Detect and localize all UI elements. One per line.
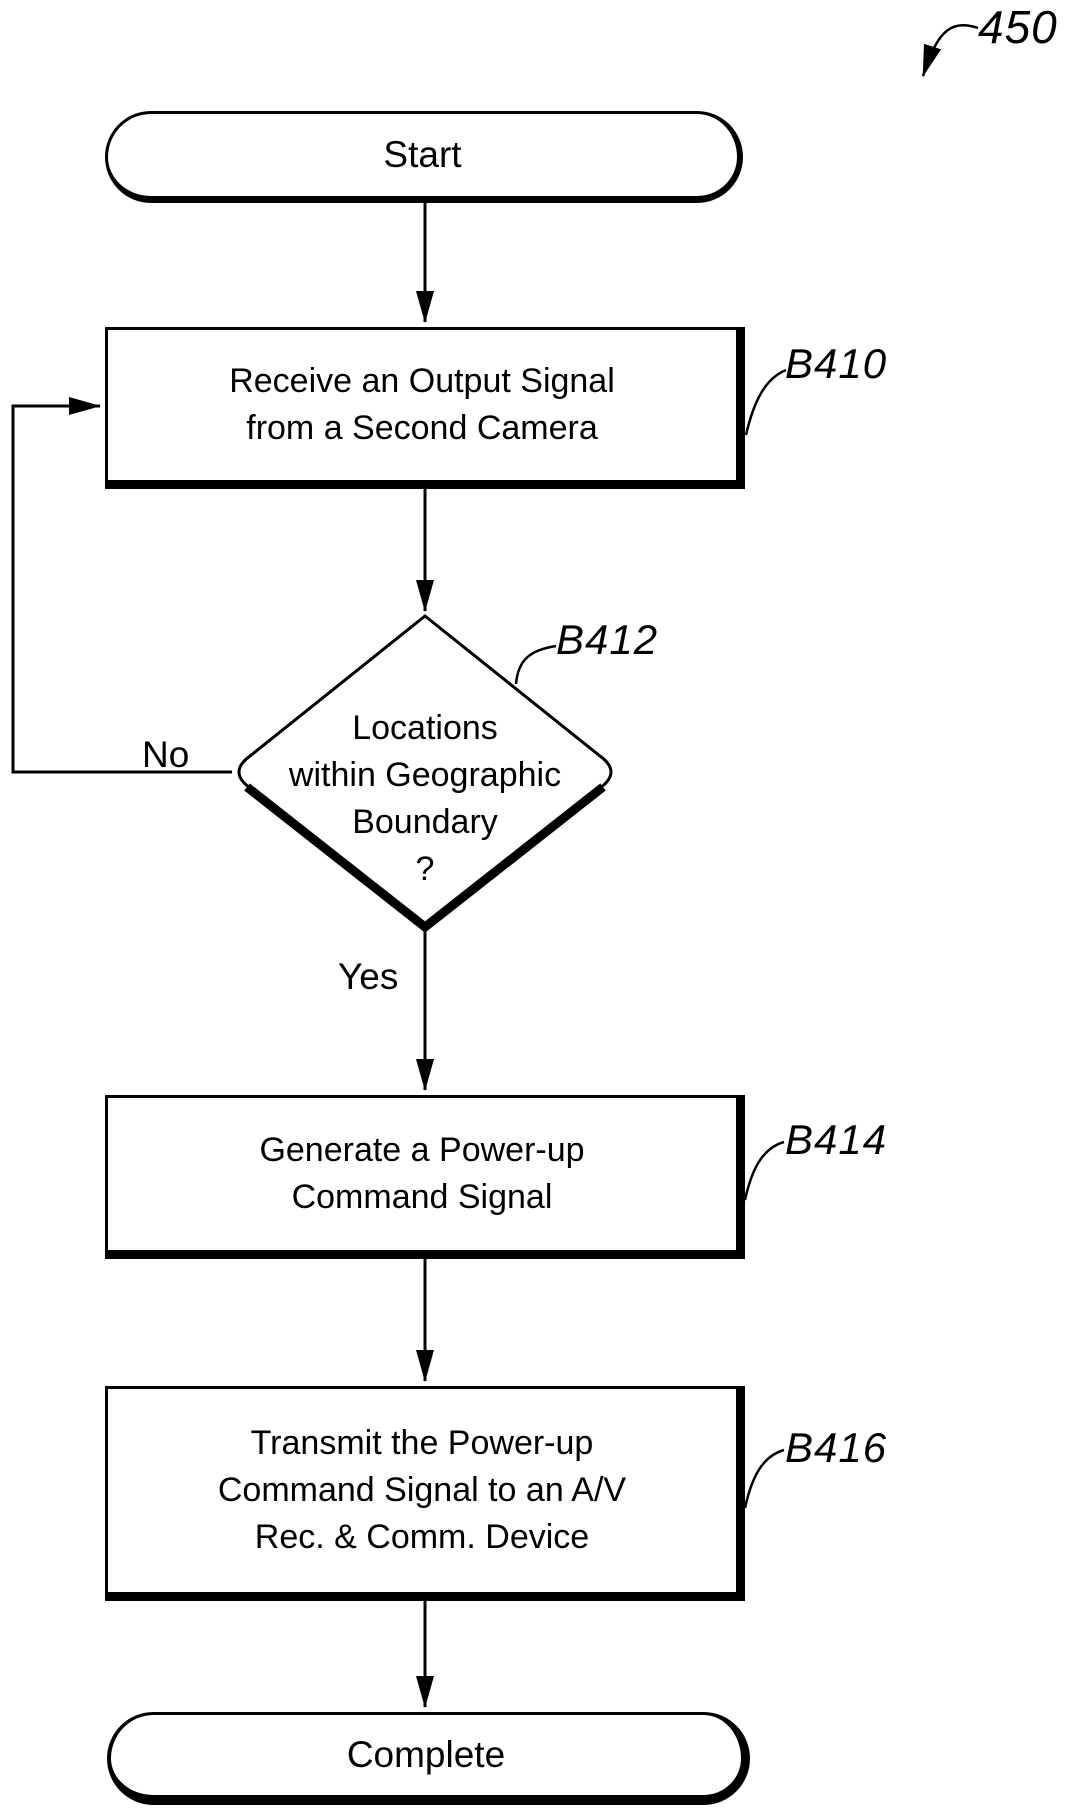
decision-diamond-shadow xyxy=(244,783,606,933)
start-node-label: Start xyxy=(383,134,462,175)
b412-text-line1: Locations xyxy=(352,709,498,747)
b412-text-line2: within Geographic xyxy=(288,756,562,794)
start-node: Start xyxy=(105,111,743,203)
b410-text-line1: Receive an Output Signal xyxy=(229,362,615,400)
process-node-b410: Receive an Output Signal from a Second C… xyxy=(105,327,745,489)
branch-label-yes: Yes xyxy=(338,956,399,997)
ref-label-b414: B414 xyxy=(785,1116,888,1163)
b414-text-line2: Command Signal xyxy=(291,1178,553,1216)
b412-text-line3: Boundary xyxy=(352,803,498,841)
b416-text-line2: Command Signal to an A/V xyxy=(217,1471,627,1509)
arrow-no-loop-to-b410 xyxy=(11,397,232,774)
process-node-b414: Generate a Power-up Command Signal xyxy=(105,1095,745,1259)
branch-label-no: No xyxy=(142,734,190,775)
ref-label-b416: B416 xyxy=(785,1424,888,1471)
b414-text-line1: Generate a Power-up xyxy=(259,1131,585,1169)
leader-b412 xyxy=(514,644,557,685)
b416-text-line3: Rec. & Comm. Device xyxy=(254,1518,590,1556)
ref-label-b412: B412 xyxy=(556,616,659,663)
leader-b414 xyxy=(743,1140,785,1201)
complete-node-label: Complete xyxy=(346,1734,506,1775)
ref-label-b410: B410 xyxy=(785,340,888,387)
b412-text-line4: ? xyxy=(415,850,435,888)
b416-text-line1: Transmit the Power-up xyxy=(250,1424,594,1462)
leader-450 xyxy=(921,24,979,77)
leader-b410 xyxy=(744,368,787,436)
complete-node: Complete xyxy=(107,1712,750,1805)
decision-node-b412: Locations within Geographic Boundary ? xyxy=(245,645,605,925)
figure-reference-label: 450 xyxy=(978,1,1058,53)
process-node-b416: Transmit the Power-up Command Signal to … xyxy=(105,1386,745,1601)
leader-b416 xyxy=(743,1448,785,1509)
b410-text-line2: from a Second Camera xyxy=(246,409,598,447)
